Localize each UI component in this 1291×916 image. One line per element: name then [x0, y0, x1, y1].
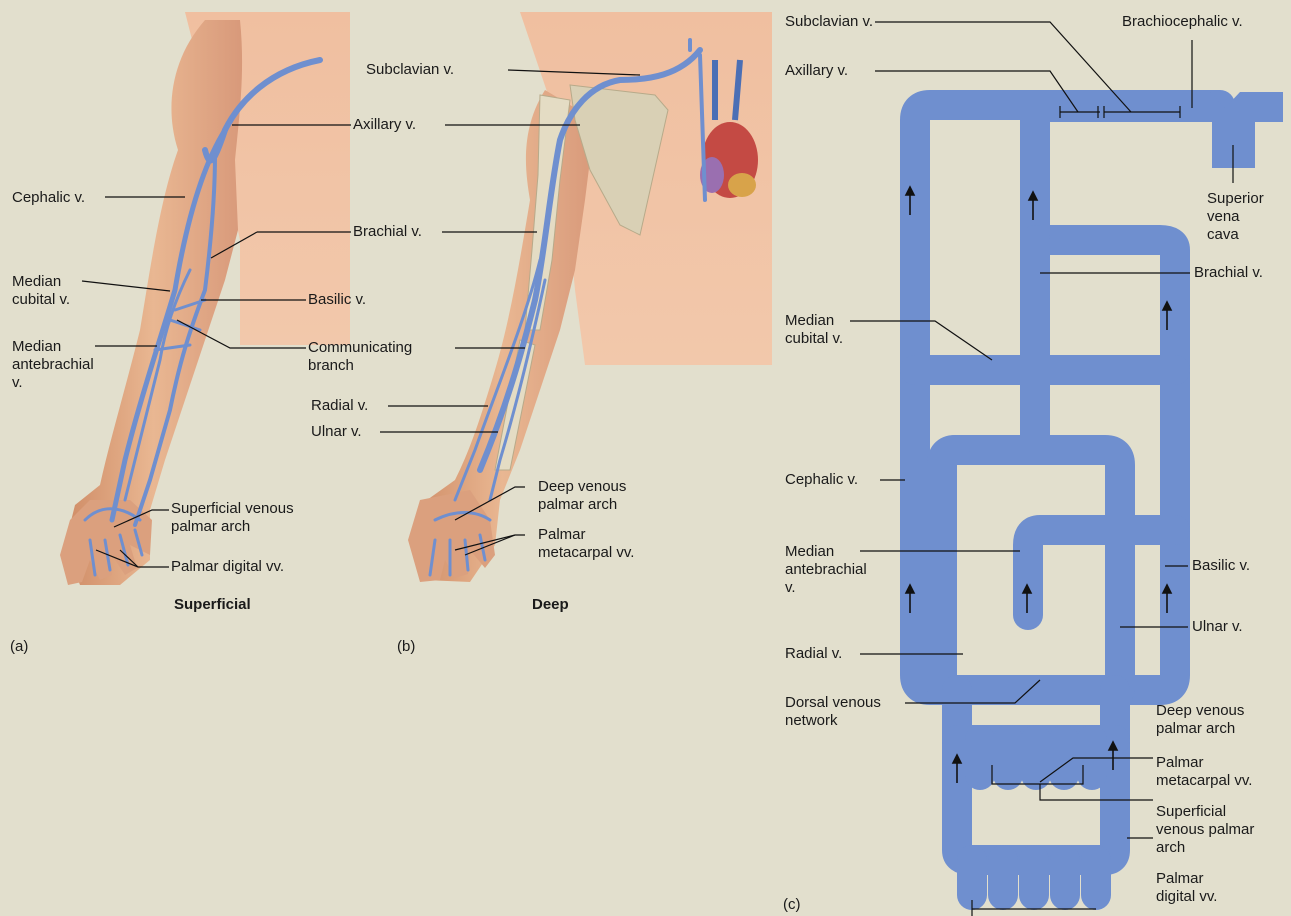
label-c-median-cubital: Median cubital v.	[785, 312, 843, 348]
label-c-cephalic: Cephalic v.	[785, 471, 858, 489]
label-a-palmar-digital: Palmar digital vv.	[171, 558, 284, 576]
label-a-median-antebrachial: Median antebrachial v.	[12, 338, 94, 392]
label-c-palmar-metacarpal: Palmar metacarpal vv.	[1156, 754, 1252, 790]
label-c-radial: Radial v.	[785, 645, 842, 663]
panel-tag-a: (a)	[10, 638, 28, 655]
panel-tag-b: (b)	[397, 638, 415, 655]
label-c-superficial-palmar-arch: Superficial venous palmar arch	[1156, 803, 1254, 857]
label-b-subclavian: Subclavian v.	[366, 61, 454, 79]
label-c-median-antebrachial: Median antebrachial v.	[785, 543, 867, 597]
caption-superficial: Superficial	[174, 596, 251, 613]
label-a-basilic: Basilic v.	[308, 291, 366, 309]
label-c-deep-palmar-arch: Deep venous palmar arch	[1156, 702, 1244, 738]
label-c-subclavian: Subclavian v.	[785, 13, 873, 31]
label-c-svc: Superior vena cava	[1207, 190, 1264, 244]
label-a-cephalic: Cephalic v.	[12, 189, 85, 207]
label-a-median-cubital: Median cubital v.	[12, 273, 70, 309]
label-c-brachial: Brachial v.	[1194, 264, 1263, 282]
label-c-dorsal-network: Dorsal venous network	[785, 694, 881, 730]
label-c-brachiocephalic: Brachiocephalic v.	[1122, 13, 1243, 31]
label-b-ulnar: Ulnar v.	[311, 423, 362, 441]
caption-deep: Deep	[532, 596, 569, 613]
label-b-radial: Radial v.	[311, 397, 368, 415]
label-a-communicating: Communicating branch	[308, 339, 412, 375]
schematic-shapes	[1050, 92, 1283, 168]
label-b-palmar-metacarpal: Palmar metacarpal vv.	[538, 526, 634, 562]
label-c-axillary: Axillary v.	[785, 62, 848, 80]
label-a-axillary: Axillary v.	[353, 116, 416, 134]
label-a-superficial-palmar-arch: Superficial venous palmar arch	[171, 500, 294, 536]
label-b-deep-palmar-arch: Deep venous palmar arch	[538, 478, 626, 514]
label-c-basilic: Basilic v.	[1192, 557, 1250, 575]
panel-tag-c: (c)	[783, 896, 801, 913]
label-c-palmar-digital: Palmar digital vv.	[1156, 870, 1217, 906]
label-a-brachial: Brachial v.	[353, 223, 422, 241]
label-c-ulnar: Ulnar v.	[1192, 618, 1243, 636]
